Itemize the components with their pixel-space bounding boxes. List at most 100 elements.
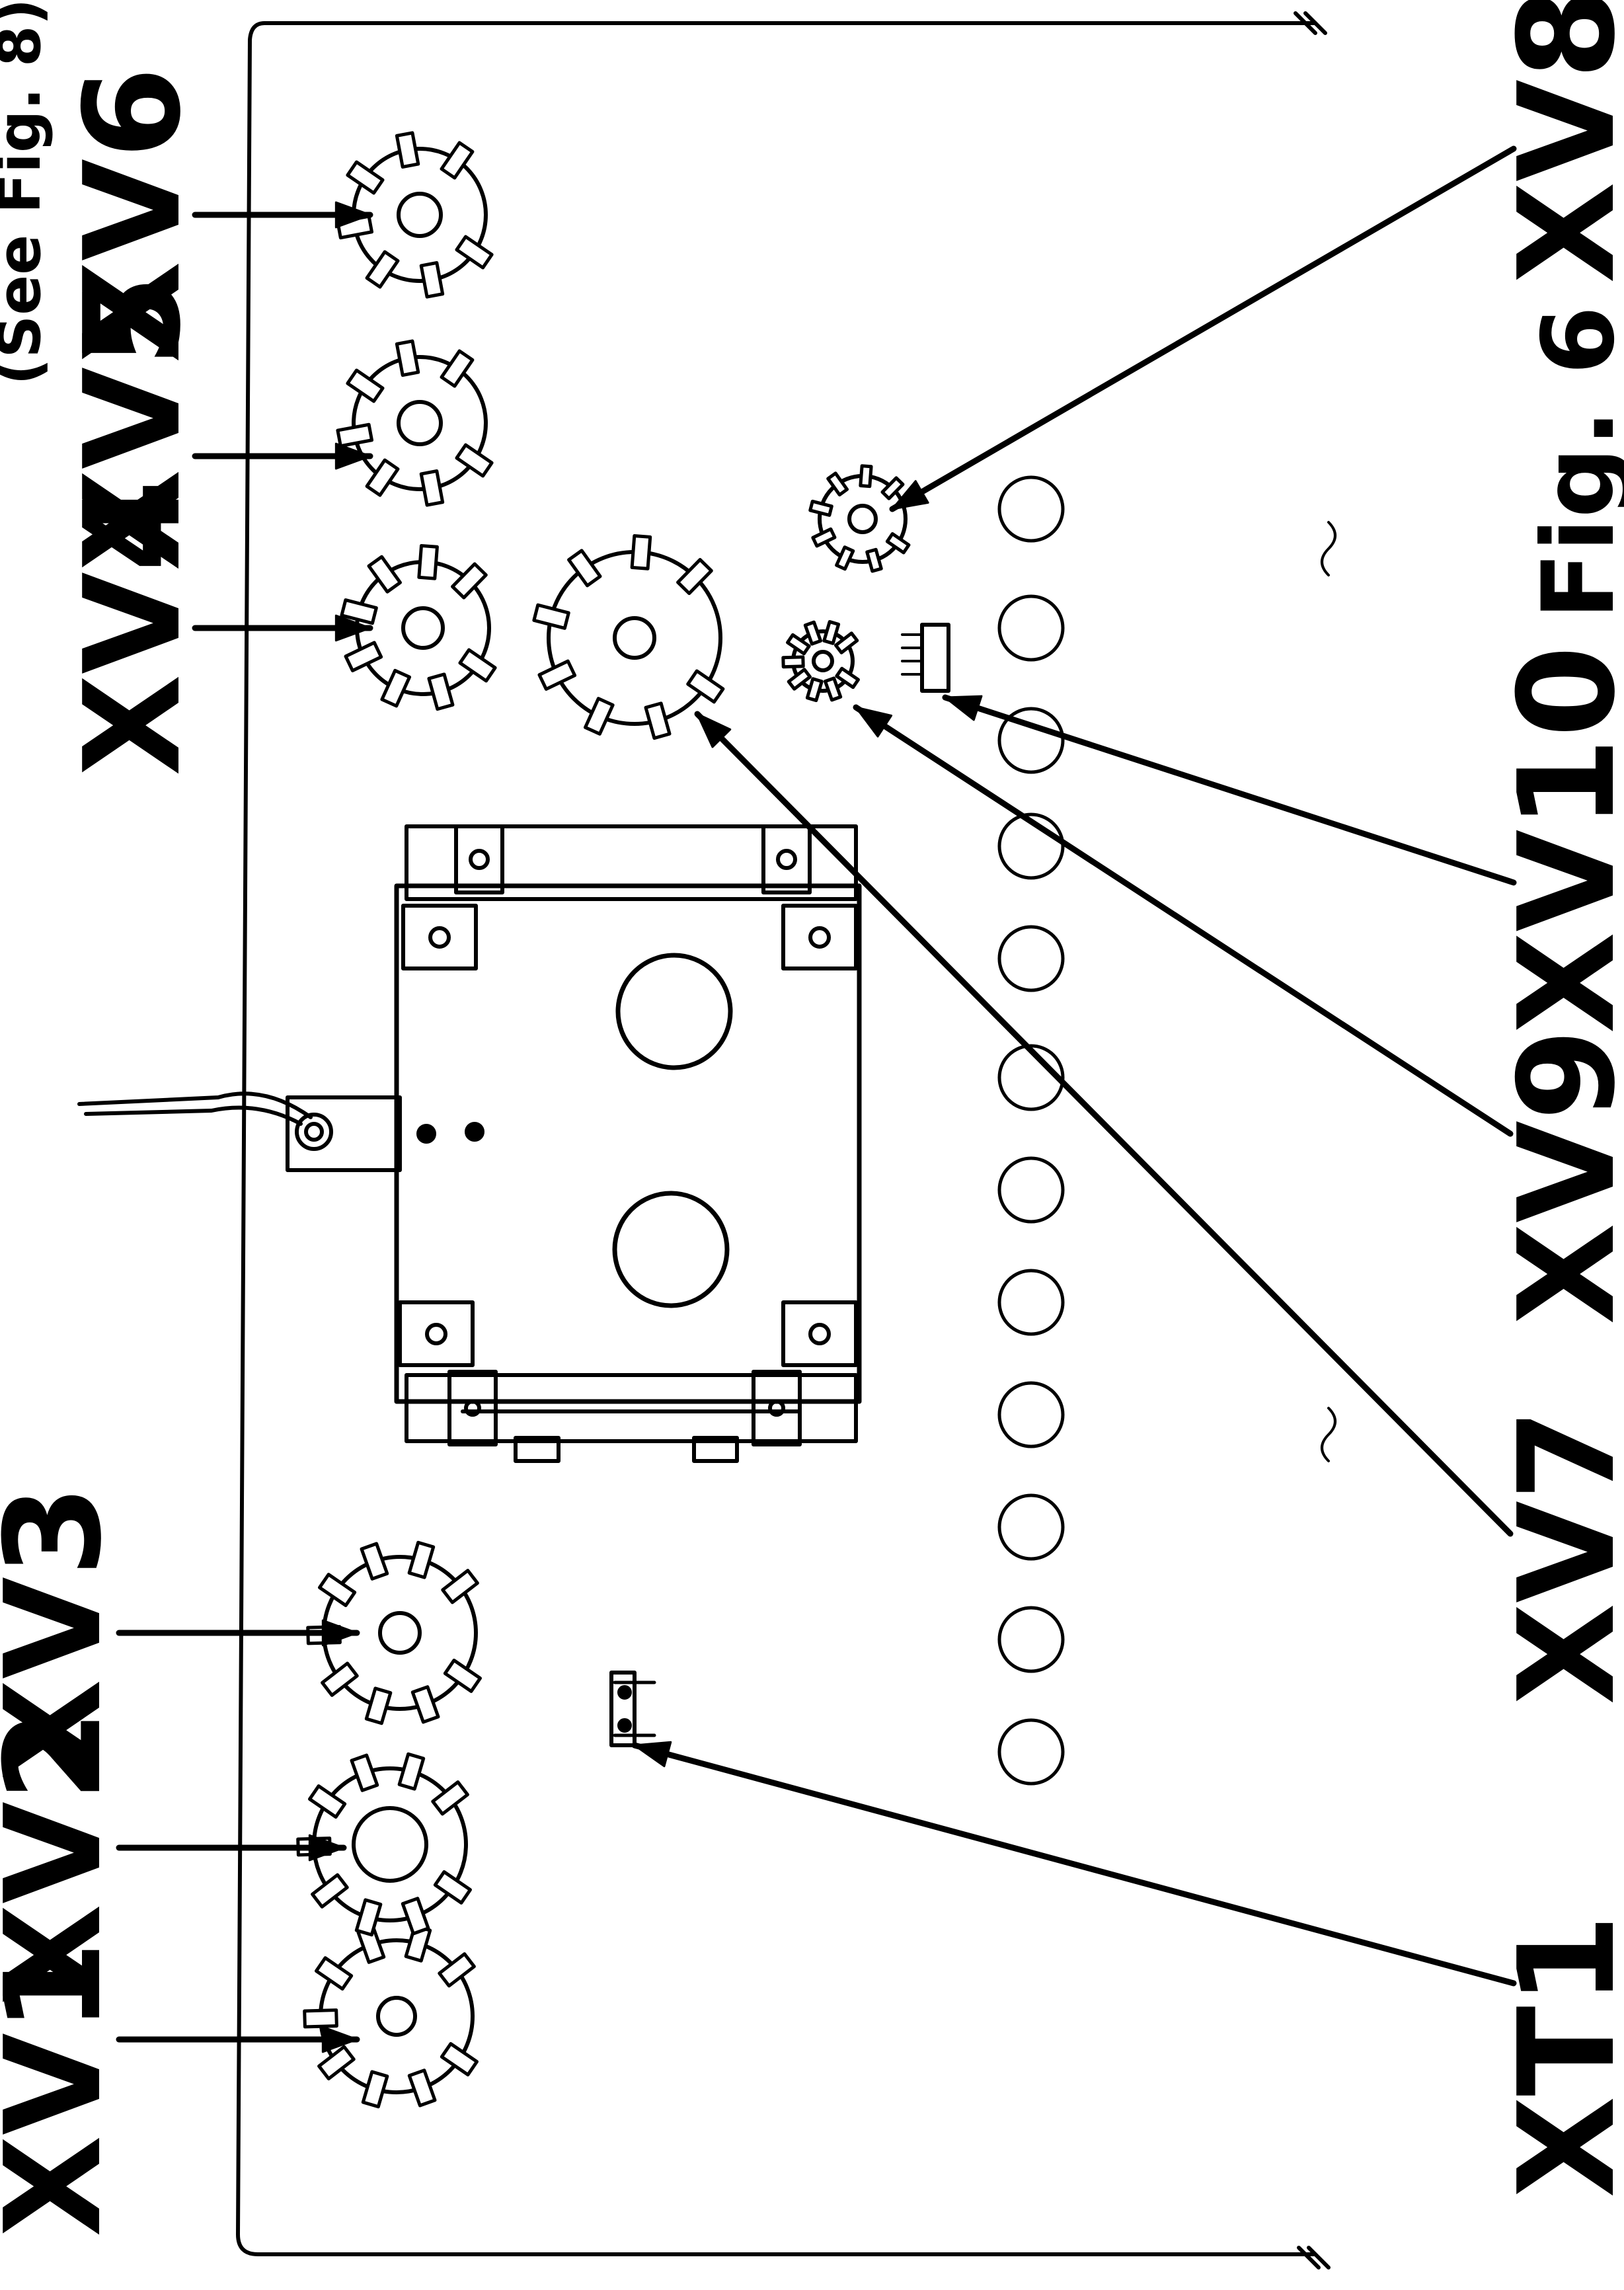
hole-row [997, 475, 1065, 1786]
label-xv8: XV8 [1490, 0, 1624, 284]
chassis-outline [236, 21, 1317, 2256]
socket-pin [344, 641, 383, 672]
socket-pin [440, 349, 475, 388]
socket-pin [808, 499, 833, 517]
wire-grommet [77, 1091, 402, 1172]
chassis-hole [997, 1493, 1065, 1561]
socket-pin [410, 1685, 440, 1724]
socket-pin [397, 1752, 426, 1791]
socket-pin [361, 2070, 389, 2109]
label-xv7: XV7 [1490, 1409, 1624, 1705]
chassis-hole [997, 1381, 1065, 1448]
label-xv4: XV4 [56, 480, 210, 776]
screw [465, 1122, 484, 1142]
socket-pin [455, 235, 494, 270]
socket-pin [367, 555, 402, 594]
bracket-tab [761, 824, 812, 894]
xt1-terminal [609, 1671, 656, 1747]
xv7-socket [532, 534, 725, 740]
socket-pin [532, 603, 570, 630]
socket-pin [567, 549, 602, 588]
chassis-hole [997, 475, 1065, 543]
xv1-arrow [116, 2026, 360, 2053]
foot [692, 1436, 739, 1463]
socket-pin [419, 260, 445, 299]
label-fig-caption: Fig. 6 [1522, 306, 1624, 620]
socket-pin [365, 458, 400, 497]
mounting-hole [808, 926, 831, 949]
xv8-socket [808, 464, 911, 573]
cable [84, 1105, 303, 1126]
xv10-arrow [942, 694, 1517, 886]
mounting-hole [464, 1400, 481, 1417]
socket-pin [686, 669, 725, 704]
label-xv3: XV3 [0, 1485, 131, 1781]
socket-pin [354, 1898, 383, 1937]
socket-pin [401, 1897, 430, 1936]
socket-pin [308, 1784, 347, 1819]
chassis-hole [997, 1156, 1065, 1224]
socket-pin [419, 469, 445, 507]
socket-pin [346, 160, 385, 195]
socket-pin [537, 659, 577, 691]
label-xv1: XV1 [0, 1941, 131, 2237]
xv2-arrow [116, 1834, 347, 1862]
socket-pin [786, 633, 811, 656]
socket-pin [346, 368, 385, 403]
large-opening [615, 953, 733, 1070]
transformer [394, 824, 862, 1463]
socket-pin [303, 2008, 338, 2029]
socket-pin [407, 2069, 437, 2108]
socket-pin [644, 701, 672, 740]
socket-pin [317, 2045, 356, 2080]
socket-pin [340, 598, 378, 625]
label-xv6: XV6 [56, 67, 210, 363]
socket-pin [380, 668, 412, 708]
xv9-socket [781, 619, 860, 703]
xv10-connector [901, 623, 950, 693]
foot [514, 1436, 561, 1463]
socket-pin [458, 648, 497, 683]
chassis-hole [997, 1606, 1065, 1673]
mounting-hole [425, 1323, 447, 1345]
chassis-break-mark-bottom [1297, 2246, 1331, 2270]
socket-pin [880, 476, 905, 500]
chassis-hole [997, 1269, 1065, 1336]
socket-pin [835, 666, 860, 690]
socket-pin [427, 672, 455, 711]
socket-pin [417, 543, 439, 580]
xv1-socket [303, 1924, 479, 2109]
socket-pin [885, 532, 911, 555]
chassis-break-mark-top [1294, 11, 1327, 35]
socket-pin [315, 1956, 354, 1991]
lower-tab [447, 1370, 498, 1446]
socket-pin [431, 1780, 469, 1816]
xv7-arrow [694, 711, 1514, 1537]
socket-pin [365, 250, 400, 289]
socket-pin [630, 534, 652, 571]
corner-tab [781, 904, 858, 970]
socket-pin [440, 141, 475, 180]
corner-tab [398, 1300, 475, 1367]
xv5-arrow [192, 442, 373, 470]
socket-pin [395, 131, 420, 169]
socket-pin [781, 655, 805, 669]
socket-pin [676, 558, 713, 596]
large-opening [612, 1191, 730, 1308]
socket-pin [364, 1686, 393, 1725]
label-xv10: XV10 [1490, 645, 1624, 1033]
chassis-break-mark-mid1 [1321, 521, 1336, 576]
corner-tab [401, 904, 478, 970]
socket-pin [823, 676, 843, 702]
label-xt1: XT1 [1490, 1914, 1624, 2198]
socket-pin [407, 1540, 436, 1579]
socket-pin [438, 1952, 476, 1988]
cable [77, 1091, 313, 1119]
xv3-arrow [116, 1619, 360, 1647]
socket-pin [451, 562, 488, 600]
mounting-hole [808, 1323, 831, 1345]
socket-pin [321, 1661, 359, 1697]
socket-pin [350, 1753, 379, 1792]
